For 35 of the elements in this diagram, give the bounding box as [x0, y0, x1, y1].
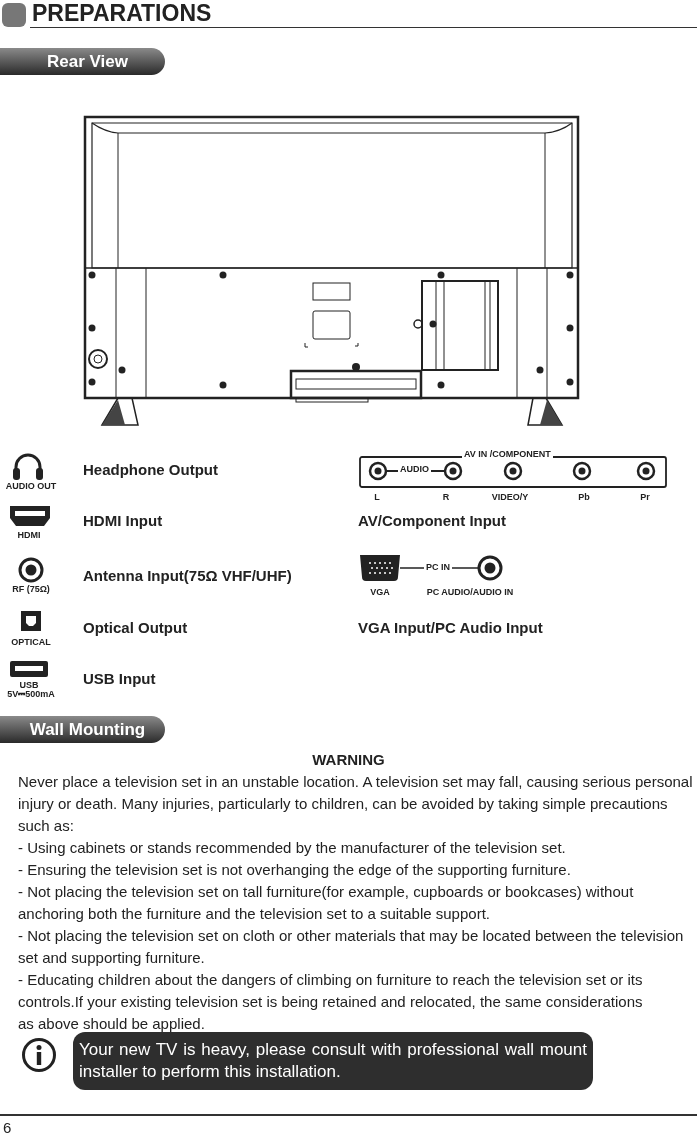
jack-caption: VIDEO/Y: [490, 492, 530, 502]
port-caption: USB: [18, 680, 40, 690]
port-description: VGA Input/PC Audio Input: [358, 619, 544, 636]
port-description: HDMI Input: [83, 512, 164, 529]
port-caption: AUDIO OUT: [4, 481, 58, 491]
port-description: AV/Component Input: [358, 512, 508, 529]
port-description: Antenna Input(75Ω VHF/UHF): [83, 567, 293, 584]
jack-caption: Pr: [639, 492, 651, 502]
warning-heading: WARNING: [311, 751, 386, 768]
port-description: Headphone Output: [83, 461, 219, 478]
note-box: Your new TV is heavy, please consult with professional wall mount installer to perform this installation.: [73, 1032, 593, 1090]
warning-item: - Ensuring the television set is not overhanging the edge of the supporting furniture.: [18, 860, 572, 880]
warning-item: - Educating children about the dangers of climbing on furniture to reach the television set or its controls.If your existing television set is being retained and relocated, the same considerations as above should be applied.: [18, 970, 644, 1034]
warning-item: - Not placing the television set on cloth or other materials that may be located between the television set and supporting furniture.: [18, 926, 685, 968]
port-caption: 5V⎓500mA: [6, 689, 56, 700]
jack-caption: L: [373, 492, 381, 502]
port-caption: OPTICAL: [10, 637, 52, 647]
warning-item: - Not placing the television set on tall furniture(for example, cupboards or bookcases) without anchoring both the furniture and the television set to a suitable support.: [18, 882, 635, 924]
page-number: 6: [3, 1118, 13, 1135]
jack-caption: Pb: [577, 492, 591, 502]
section-heading: Rear View: [0, 48, 165, 75]
jack-caption: R: [441, 492, 451, 502]
panel-caption: AV IN /COMPONENT: [462, 449, 553, 459]
port-caption: HDMI: [16, 530, 42, 540]
port-description: Optical Output: [83, 619, 189, 636]
port-caption: RF (75Ω): [11, 584, 51, 594]
warning-item: - Using cabinets or stands recommended by the manufacturer of the television set.: [18, 838, 567, 858]
jack-caption: PC IN: [424, 562, 452, 572]
port-caption: VGA: [369, 587, 391, 597]
port-caption: PC AUDIO/AUDIO IN: [425, 587, 515, 597]
port-description: USB Input: [83, 670, 157, 687]
section-heading: Wall Mounting: [0, 716, 165, 743]
warning-paragraph: Never place a television set in an unstable location. A television set may fall, causing serious personal injury or death. Many injuries, particularly to children, can be avoided by taking simple precautions such as:: [18, 772, 694, 836]
page-title: PREPARATIONS: [32, 0, 212, 27]
jack-caption: AUDIO: [398, 464, 431, 474]
